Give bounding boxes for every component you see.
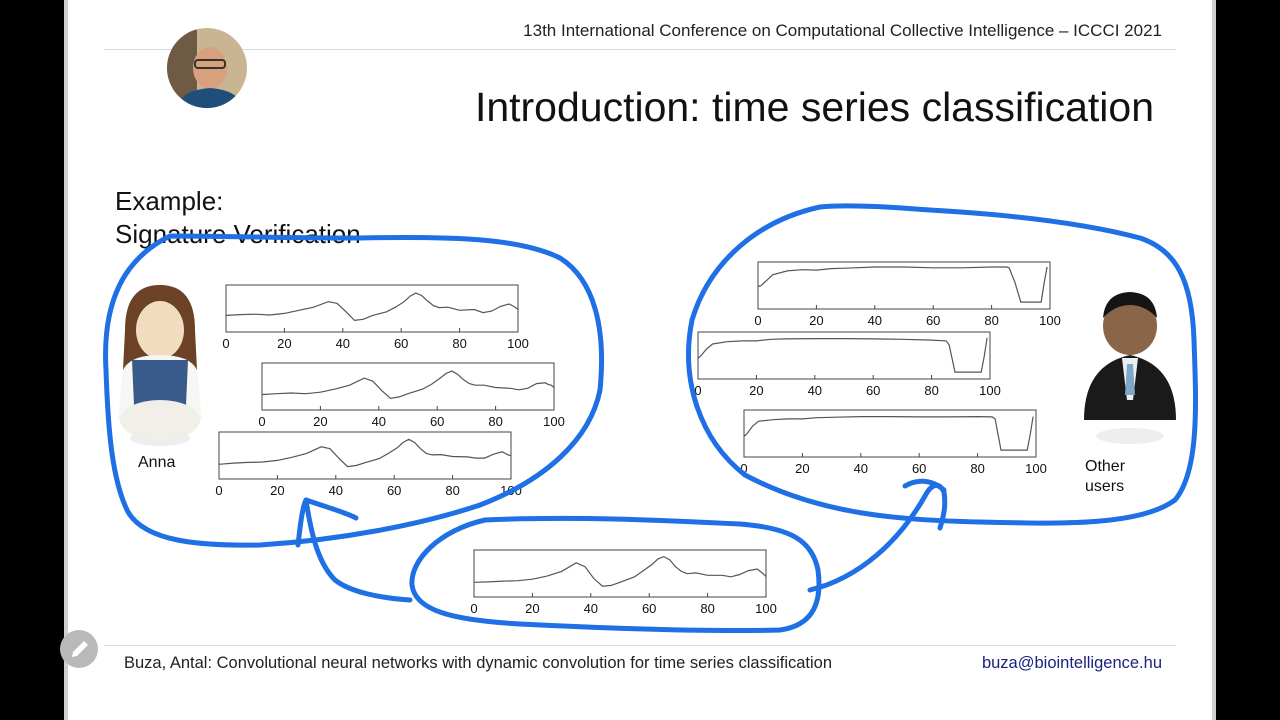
x-tick-label: 0 xyxy=(754,313,761,328)
x-tick-label: 60 xyxy=(430,414,444,429)
signature-chart: 0 20 40 60 80 100 xyxy=(222,284,529,351)
series-line xyxy=(743,415,1034,451)
chart-frame xyxy=(225,284,519,333)
x-tick-label: 40 xyxy=(868,313,882,328)
x-tick-label: 0 xyxy=(222,336,229,351)
chart-frame xyxy=(218,431,512,480)
signature-chart: 0 20 40 60 80 100 xyxy=(470,549,777,616)
x-tick-label: 80 xyxy=(970,461,984,476)
series-line xyxy=(225,292,519,322)
series-line xyxy=(473,555,767,587)
x-tick-label: 60 xyxy=(866,383,880,398)
footer-citation: Buza, Antal: Convolutional neural networ… xyxy=(124,654,833,672)
chart-frame xyxy=(697,331,991,380)
signature-chart: 0 20 40 60 80 100 xyxy=(754,261,1061,328)
x-tick-label: 40 xyxy=(336,336,350,351)
x-tick-label: 20 xyxy=(525,601,539,616)
pencil-icon xyxy=(72,641,88,657)
x-tick-label: 0 xyxy=(258,414,265,429)
x-tick-label: 20 xyxy=(795,461,809,476)
x-tick-label: 100 xyxy=(543,414,565,429)
x-tick-label: 20 xyxy=(809,313,823,328)
footer-email[interactable]: buza@biointelligence.hu xyxy=(981,654,1162,672)
x-tick-label: 0 xyxy=(740,461,747,476)
edit-button[interactable] xyxy=(60,630,98,668)
x-tick-label: 40 xyxy=(854,461,868,476)
x-tick-label: 100 xyxy=(1039,313,1061,328)
x-tick-label: 80 xyxy=(488,414,502,429)
female-user-icon xyxy=(118,285,202,446)
x-tick-label: 40 xyxy=(329,483,343,498)
x-tick-label: 40 xyxy=(584,601,598,616)
x-tick-label: 100 xyxy=(507,336,529,351)
x-tick-label: 20 xyxy=(313,414,327,429)
x-tick-label: 0 xyxy=(215,483,222,498)
anna-label: Anna xyxy=(138,454,176,471)
male-user-icon xyxy=(1084,292,1176,444)
anna-group-outline xyxy=(103,233,605,548)
x-tick-label: 60 xyxy=(394,336,408,351)
x-tick-label: 100 xyxy=(1025,461,1047,476)
other-group-outline xyxy=(686,203,1198,526)
slide-edge-right xyxy=(1212,0,1216,720)
footer-rule xyxy=(104,645,1176,646)
signature-chart: 0 20 40 60 80 100 xyxy=(740,409,1047,476)
presenter-webcam xyxy=(167,28,247,108)
x-tick-label: 0 xyxy=(694,383,701,398)
series-line xyxy=(218,438,512,468)
other-users-line-2: users xyxy=(1085,478,1125,495)
x-tick-label: 80 xyxy=(924,383,938,398)
x-tick-label: 20 xyxy=(277,336,291,351)
annotation-strokes xyxy=(103,203,1198,634)
slide: 13th International Conference on Computa… xyxy=(64,0,1216,720)
chart-layer: 0 20 40 60 80 100 0 20 40 60 80 100 0 20 40 60 80 100 0 20 4… xyxy=(215,261,1061,616)
x-tick-label: 100 xyxy=(979,383,1001,398)
conference-header: 13th International Conference on Computa… xyxy=(523,21,1162,40)
x-tick-label: 0 xyxy=(470,601,477,616)
series-line xyxy=(757,266,1048,303)
arrow-to-other-users xyxy=(807,478,948,593)
chart-frame xyxy=(261,362,555,411)
x-tick-label: 60 xyxy=(926,313,940,328)
x-tick-label: 80 xyxy=(700,601,714,616)
example-label: Example: Signature Verification xyxy=(115,185,361,251)
slide-edge-left xyxy=(64,0,68,720)
slide-title: Introduction: time series classification xyxy=(474,84,1154,130)
x-tick-label: 80 xyxy=(452,336,466,351)
x-tick-label: 60 xyxy=(387,483,401,498)
other-users-label: Other users xyxy=(1085,457,1125,497)
x-tick-label: 20 xyxy=(270,483,284,498)
signature-chart: 0 20 40 60 80 100 xyxy=(694,331,1001,398)
arrow-to-anna-stem xyxy=(303,497,413,603)
other-users-line-1: Other xyxy=(1085,458,1126,475)
signature-chart: 0 20 40 60 80 100 xyxy=(258,362,565,429)
chart-frame xyxy=(757,261,1051,310)
x-tick-label: 80 xyxy=(984,313,998,328)
x-tick-label: 20 xyxy=(749,383,763,398)
query-outline xyxy=(409,515,822,634)
x-tick-label: 60 xyxy=(912,461,926,476)
x-tick-label: 80 xyxy=(445,483,459,498)
example-line-1: Example: xyxy=(115,186,224,216)
x-tick-label: 40 xyxy=(808,383,822,398)
series-line xyxy=(697,337,988,373)
series-line xyxy=(261,370,555,400)
x-tick-label: 40 xyxy=(372,414,386,429)
chart-frame xyxy=(743,409,1037,458)
x-tick-label: 60 xyxy=(642,601,656,616)
header-rule xyxy=(104,49,1176,50)
x-tick-label: 100 xyxy=(755,601,777,616)
chart-frame xyxy=(473,549,767,598)
